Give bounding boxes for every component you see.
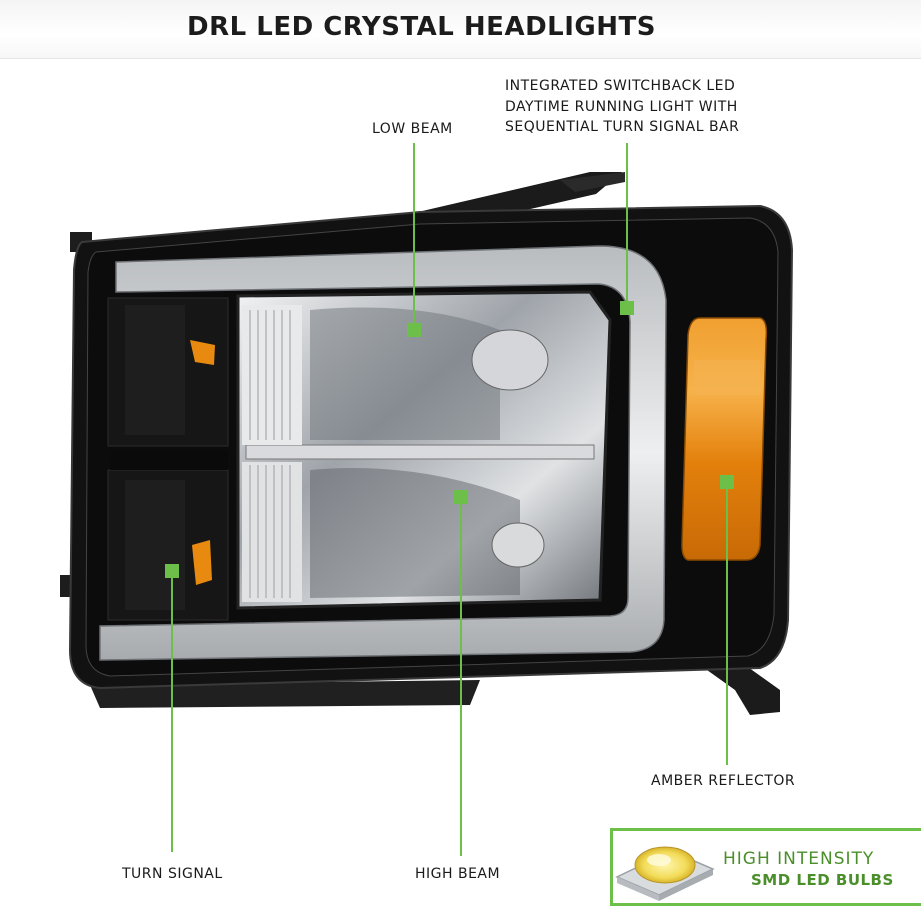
high-beam-label: HIGH BEAM xyxy=(415,866,501,882)
drl-label-line-1: INTEGRATED SWITCHBACK LED xyxy=(505,78,736,94)
smd-led-badge: HIGH INTENSITY SMD LED BULBS xyxy=(610,828,921,906)
drl-label: INTEGRATED SWITCHBACK LED DAYTIME RUNNIN… xyxy=(505,76,739,138)
mounting-bracket-top xyxy=(418,172,625,216)
amber-reflector xyxy=(681,317,768,561)
callout-markers xyxy=(165,301,734,578)
chrome-reflector xyxy=(236,290,612,610)
badge-line-1: HIGH INTENSITY xyxy=(723,849,875,869)
turn-signal-label: TURN SIGNAL xyxy=(122,866,223,882)
page-title: DRL LED CRYSTAL HEADLIGHTS xyxy=(187,12,656,42)
badge-line-2: SMD LED BULBS xyxy=(751,871,894,889)
low-beam-label: LOW BEAM xyxy=(372,121,453,137)
turn-signal-chamber xyxy=(107,297,229,621)
drl-label-line-3: SEQUENTIAL TURN SIGNAL BAR xyxy=(505,119,740,135)
amber-reflector-label: AMBER REFLECTOR xyxy=(651,773,796,789)
title-band xyxy=(0,0,921,59)
callout-lines xyxy=(171,143,728,856)
led-chip-icon xyxy=(615,846,715,901)
drl-label-line-2: DAYTIME RUNNING LIGHT WITH xyxy=(505,98,738,115)
